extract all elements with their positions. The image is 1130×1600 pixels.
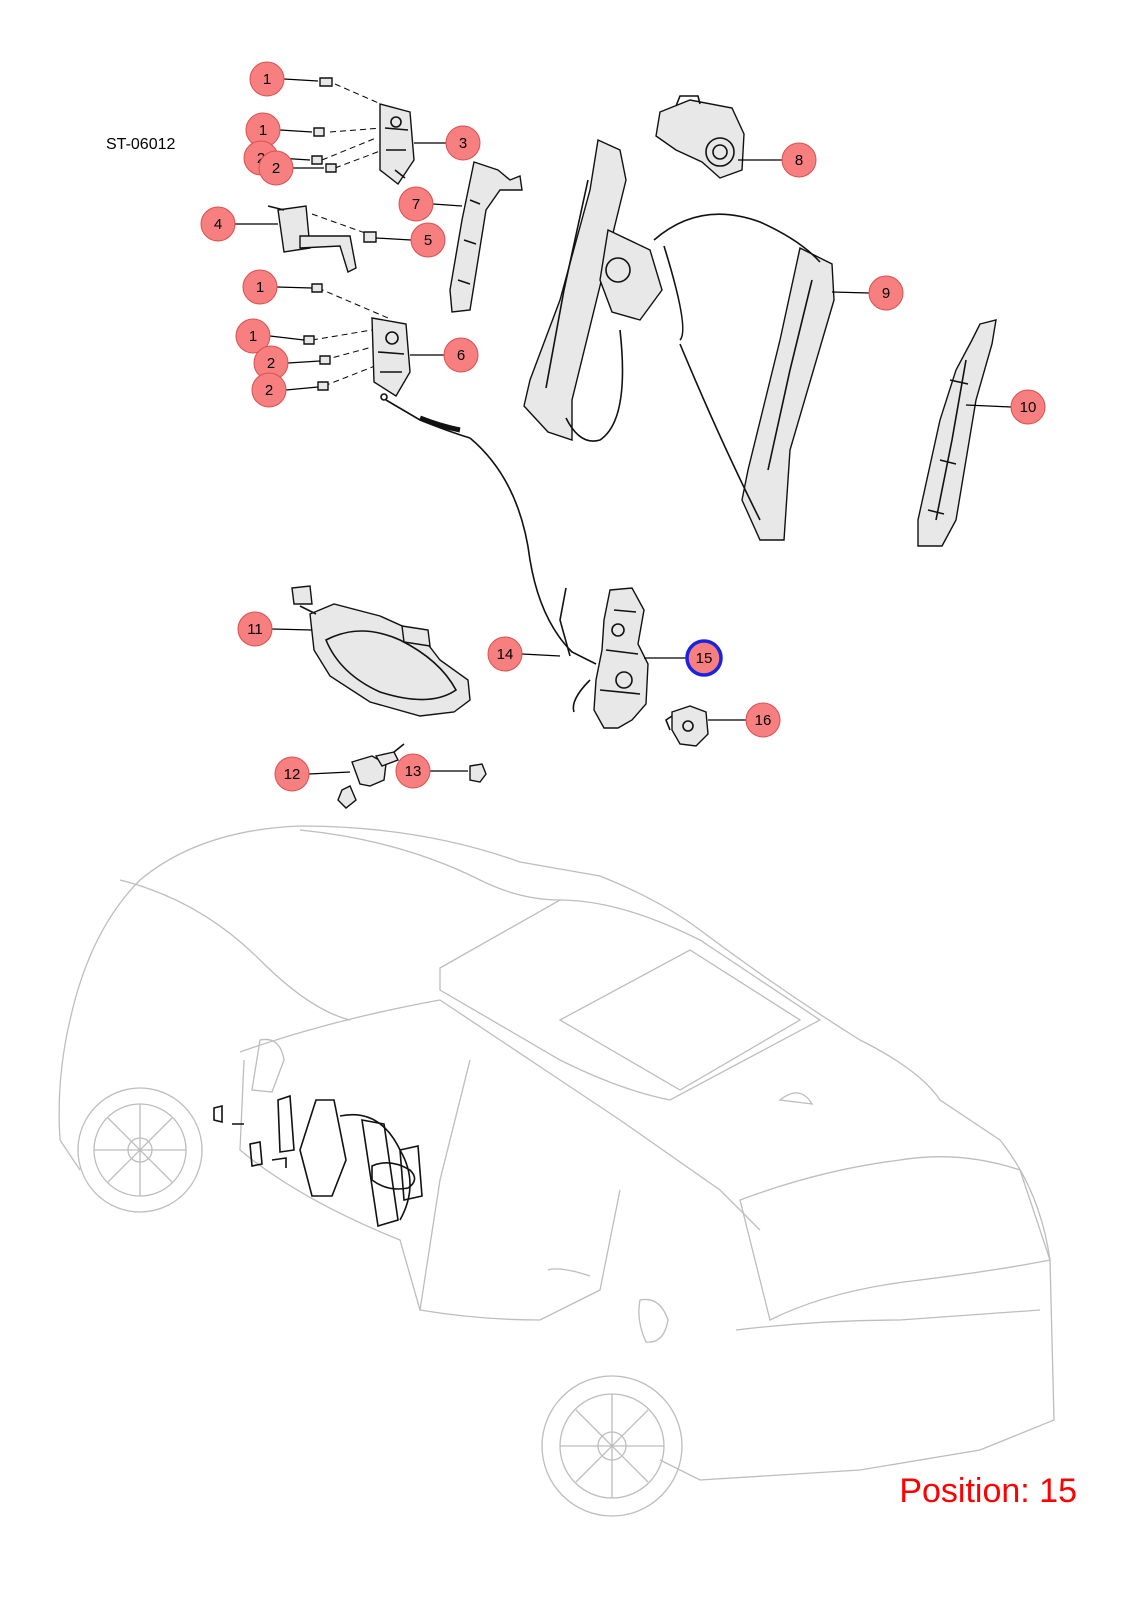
callout[interactable]: 1 bbox=[242, 269, 313, 305]
callout[interactable]: 2 bbox=[253, 345, 321, 381]
vehicle-outline bbox=[58, 825, 1055, 1517]
svg-text:2: 2 bbox=[267, 355, 275, 372]
callout[interactable]: 3 bbox=[414, 125, 481, 161]
callout[interactable]: 12 bbox=[274, 756, 351, 792]
svg-text:3: 3 bbox=[459, 135, 467, 152]
door-latch-part bbox=[593, 587, 649, 729]
callout[interactable]: 14 bbox=[487, 636, 561, 672]
callout[interactable]: 13 bbox=[395, 753, 468, 789]
svg-text:4: 4 bbox=[214, 216, 222, 233]
svg-text:2: 2 bbox=[257, 150, 265, 167]
upper-hinge-part bbox=[311, 77, 415, 186]
window-regulator-part bbox=[523, 138, 835, 541]
svg-text:1: 1 bbox=[263, 71, 271, 88]
lower-hinge-part bbox=[303, 283, 411, 397]
callout[interactable]: 7 bbox=[398, 186, 463, 222]
svg-text:12: 12 bbox=[284, 766, 301, 783]
callout[interactable]: 2 bbox=[258, 150, 324, 186]
callout[interactable]: 11 bbox=[237, 611, 313, 647]
callout[interactable]: 1 bbox=[235, 318, 305, 354]
svg-text:1: 1 bbox=[249, 328, 257, 345]
svg-text:16: 16 bbox=[755, 712, 772, 729]
svg-text:2: 2 bbox=[265, 382, 273, 399]
callout[interactable]: 4 bbox=[200, 206, 278, 242]
callout[interactable]: 16 bbox=[708, 702, 781, 738]
svg-text:1: 1 bbox=[256, 279, 264, 296]
diagram-code: ST-06012 bbox=[106, 136, 175, 153]
callout[interactable]: 1 bbox=[249, 61, 319, 97]
lock-cylinder-part bbox=[337, 743, 405, 809]
lock-nut-part bbox=[469, 763, 487, 783]
svg-text:1: 1 bbox=[259, 122, 267, 139]
callout[interactable]: 9 bbox=[831, 275, 904, 311]
svg-text:7: 7 bbox=[412, 196, 420, 213]
callout[interactable]: 6 bbox=[410, 337, 479, 373]
door-check-strap-part bbox=[267, 205, 377, 273]
latch-striker-part bbox=[665, 705, 709, 747]
callout[interactable]: 15 bbox=[644, 639, 723, 677]
window-motor-part bbox=[655, 95, 745, 179]
svg-text:10: 10 bbox=[1020, 399, 1037, 416]
svg-text:8: 8 bbox=[795, 152, 803, 169]
callout[interactable]: 2 bbox=[251, 372, 319, 408]
callout[interactable]: 1 bbox=[245, 112, 313, 148]
svg-text:11: 11 bbox=[247, 621, 263, 638]
svg-text:15: 15 bbox=[696, 650, 713, 667]
rear-run-channel-part bbox=[449, 161, 523, 313]
callout[interactable]: 8 bbox=[738, 142, 817, 178]
svg-text:14: 14 bbox=[497, 646, 514, 663]
front-run-channel-part bbox=[917, 319, 997, 547]
svg-text:13: 13 bbox=[405, 763, 422, 780]
vehicle-door-components bbox=[213, 1094, 423, 1228]
svg-text:9: 9 bbox=[882, 285, 890, 302]
svg-text:2: 2 bbox=[272, 160, 280, 177]
svg-text:5: 5 bbox=[424, 232, 432, 249]
position-label: Position: 15 bbox=[899, 1472, 1077, 1510]
svg-text:6: 6 bbox=[457, 347, 465, 364]
callout[interactable]: 5 bbox=[375, 222, 446, 258]
inner-handle-part bbox=[291, 585, 471, 717]
callout[interactable]: 10 bbox=[965, 389, 1046, 425]
release-cable-part bbox=[380, 393, 597, 713]
